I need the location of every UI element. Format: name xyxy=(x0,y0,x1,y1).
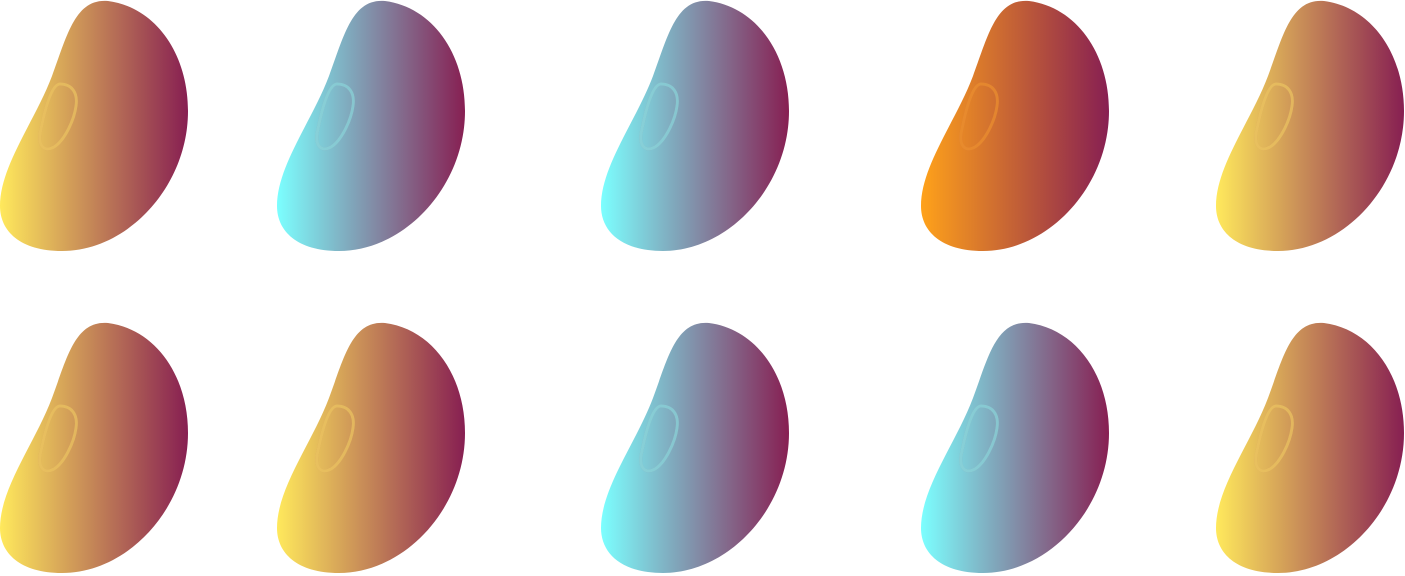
bean-r1-c1-yellow[interactable] xyxy=(277,322,465,573)
bean-highlight-ring xyxy=(1254,404,1294,473)
bean-r1-c0-yellow[interactable] xyxy=(0,322,188,573)
bean-highlight-ring xyxy=(38,404,78,473)
bean-highlight-ring xyxy=(639,82,679,151)
bean-r0-c1-cyan[interactable] xyxy=(277,0,465,251)
bean-body xyxy=(0,0,188,251)
bean-r0-c2-cyan[interactable] xyxy=(601,0,789,251)
bean-body xyxy=(601,0,789,251)
bean-body xyxy=(921,322,1109,573)
bean-highlight-ring xyxy=(38,82,78,151)
bean-highlight-ring xyxy=(639,404,679,473)
bean-body xyxy=(1216,0,1404,251)
bean-r1-c4-yellow[interactable] xyxy=(1216,322,1404,573)
bean-body xyxy=(921,0,1109,251)
bean-body xyxy=(277,0,465,251)
bean-r1-c2-cyan[interactable] xyxy=(601,322,789,573)
bean-r0-c3-orange[interactable] xyxy=(921,0,1109,251)
bean-body xyxy=(601,322,789,573)
bean-body xyxy=(1216,322,1404,573)
bean-highlight-ring xyxy=(1254,82,1294,151)
bean-r0-c0-yellow[interactable] xyxy=(0,0,188,251)
bean-body xyxy=(277,322,465,573)
bean-r1-c3-cyan[interactable] xyxy=(921,322,1109,573)
bean-highlight-ring xyxy=(959,82,999,151)
bean-body xyxy=(0,322,188,573)
connections-layer xyxy=(471,114,915,451)
bean-highlight-ring xyxy=(959,404,999,473)
bean-highlight-ring xyxy=(315,404,355,473)
bean-highlight-ring xyxy=(315,82,355,151)
bean-r0-c4-yellow[interactable] xyxy=(1216,0,1404,251)
